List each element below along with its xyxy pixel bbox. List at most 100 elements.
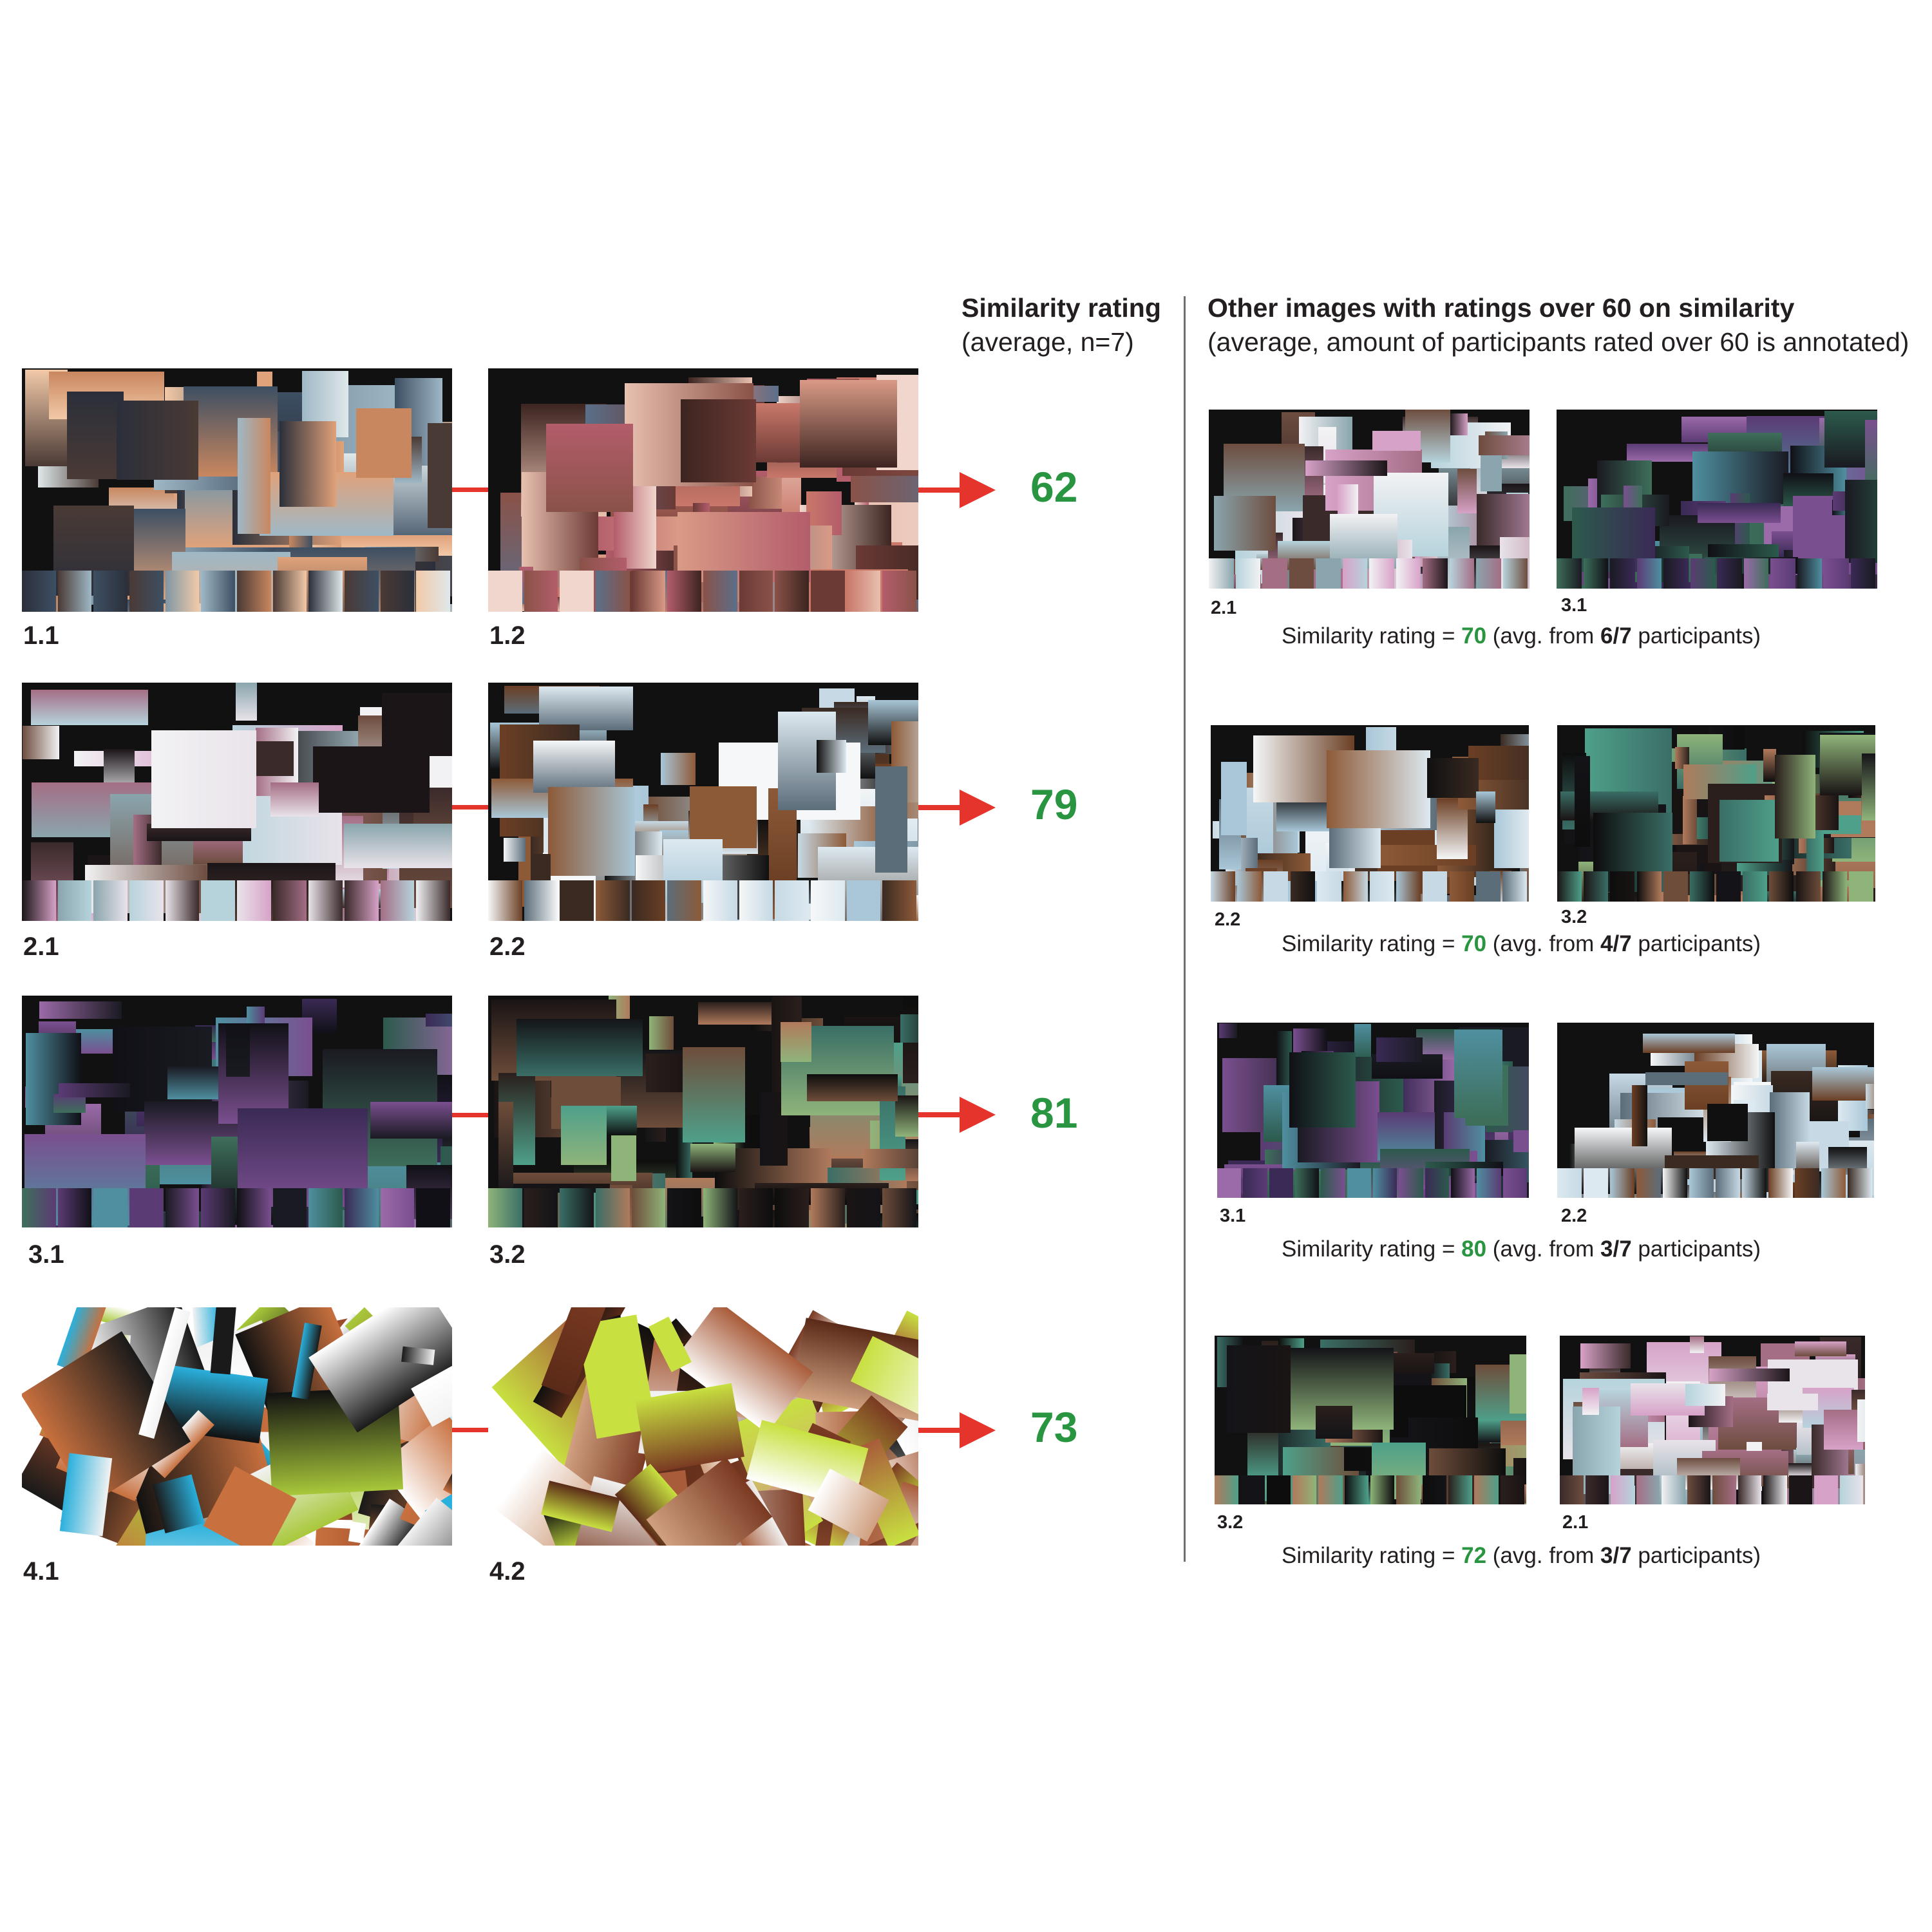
filmstrip-frame [1316, 871, 1341, 902]
filmstrip-frame [1318, 1475, 1343, 1504]
filmstrip-frame [93, 1188, 128, 1227]
collage-tile [806, 1074, 898, 1102]
filmstrip-frame [1396, 558, 1421, 589]
filmstrip-frame [488, 880, 522, 921]
filmstrip-frame [345, 880, 379, 921]
collage-tile [689, 786, 757, 848]
filmstrip-frame [1560, 1475, 1584, 1504]
filmstrip-frame [22, 1188, 56, 1227]
similarity-score: 62 [1030, 463, 1078, 511]
image-4-2 [488, 1307, 918, 1546]
filmstrip-frame [882, 880, 916, 921]
filmstrip-frame [1293, 1475, 1317, 1504]
image-1-1 [22, 368, 452, 612]
collage-tile [1315, 1406, 1353, 1439]
filmstrip-frame [237, 571, 271, 612]
filmstrip-frame [560, 571, 594, 612]
filmstrip-frame [739, 880, 773, 921]
filmstrip-frame [560, 1188, 594, 1227]
collage-tile [1685, 1384, 1725, 1406]
collage-tile [1795, 1341, 1846, 1356]
collage-tile [1580, 1343, 1631, 1368]
image-label: 3.1 [1561, 595, 1587, 616]
other-images-heading: Other images with ratings over 60 on sim… [1208, 293, 1795, 323]
collage-tile [1824, 1410, 1864, 1450]
collage-tile [875, 766, 907, 873]
filmstrip-frame [1396, 1475, 1421, 1504]
filmstrip-frame [165, 571, 200, 612]
filmstrip-frame [1477, 1168, 1501, 1198]
right-arrow-icon [918, 1097, 996, 1133]
filmstrip-frame [1425, 1168, 1449, 1198]
filmstrip-frame [775, 571, 809, 612]
filmstrip-frame [272, 1188, 307, 1227]
similarity-rating-heading: Similarity rating [961, 293, 1161, 323]
filmstrip-frame [1343, 871, 1368, 902]
collage-tile [1454, 1030, 1502, 1118]
collage-tile [697, 1002, 772, 1025]
collage-tile [546, 424, 634, 513]
collage-tile [381, 692, 452, 756]
filmstrip-frame [524, 880, 558, 921]
collage-tile [1354, 1024, 1372, 1061]
filmstrip-frame [1716, 1168, 1740, 1198]
image-2-2 [488, 683, 918, 921]
filmstrip-frame [380, 571, 415, 612]
collage-tile [683, 1047, 745, 1142]
filmstrip-frame [1370, 871, 1395, 902]
filmstrip-frame [1423, 871, 1448, 902]
collage-tile [548, 787, 635, 876]
filmstrip-frame [1347, 1168, 1371, 1198]
filmstrip-frame [1344, 1475, 1368, 1504]
filmstrip-frame [1743, 871, 1768, 902]
filmstrip-frame [165, 880, 200, 921]
collage-tile [1575, 755, 1591, 848]
filmstrip-frame [1848, 1168, 1872, 1198]
filmstrip-frame [739, 1188, 773, 1227]
filmstrip-frame [416, 571, 450, 612]
other-image-3-1 [1217, 1023, 1529, 1198]
collage-tile [1326, 750, 1431, 828]
filmstrip-frame [1738, 1475, 1761, 1504]
filmstrip-frame [237, 880, 271, 921]
collage-tile [1645, 1072, 1728, 1085]
filmstrip-frame [1821, 1168, 1846, 1198]
collage-tile [900, 1014, 918, 1043]
other-image-2-1 [1209, 410, 1530, 589]
collage-tile [1763, 748, 1777, 782]
filmstrip-frame [846, 880, 881, 921]
filmstrip-frame [1636, 1475, 1660, 1504]
image-label: 4.2 [489, 1557, 526, 1586]
collage-tile [1426, 758, 1479, 798]
image-3-1 [22, 996, 452, 1227]
filmstrip-frame [1717, 558, 1742, 589]
filmstrip-frame [1422, 1475, 1446, 1504]
filmstrip-frame [882, 1188, 916, 1227]
collage-tile [1218, 1023, 1238, 1039]
filmstrip-frame [1476, 558, 1501, 589]
collage-tile [1862, 753, 1875, 821]
filmstrip-frame [1235, 558, 1260, 589]
collage-tile [1220, 761, 1247, 835]
filmstrip-frame [1763, 1475, 1787, 1504]
filmstrip-frame [1636, 871, 1662, 902]
filmstrip-frame [596, 1188, 630, 1227]
filmstrip-frame [57, 880, 92, 921]
filmstrip-frame [1610, 1168, 1634, 1198]
filmstrip-frame [1262, 558, 1287, 589]
filmstrip-frame [1448, 1475, 1473, 1504]
filmstrip-frame [667, 571, 701, 612]
filmstrip-frame [1610, 871, 1635, 902]
filmstrip-frame [1369, 558, 1394, 589]
similarity-caption: Similarity rating = 72 (avg. from 3/7 pa… [1282, 1543, 1761, 1568]
filmstrip-frame [1502, 1168, 1527, 1198]
pair-connector [452, 1428, 488, 1432]
collage-tile [661, 752, 696, 786]
filmstrip-frame [1636, 1168, 1661, 1198]
filmstrip-frame [703, 571, 737, 612]
collage-tile [1774, 755, 1815, 838]
filmstrip-frame [1243, 1168, 1267, 1198]
filmstrip-frame [1839, 1475, 1863, 1504]
filmstrip-frame [1584, 871, 1609, 902]
filmstrip-frame [524, 1188, 558, 1227]
